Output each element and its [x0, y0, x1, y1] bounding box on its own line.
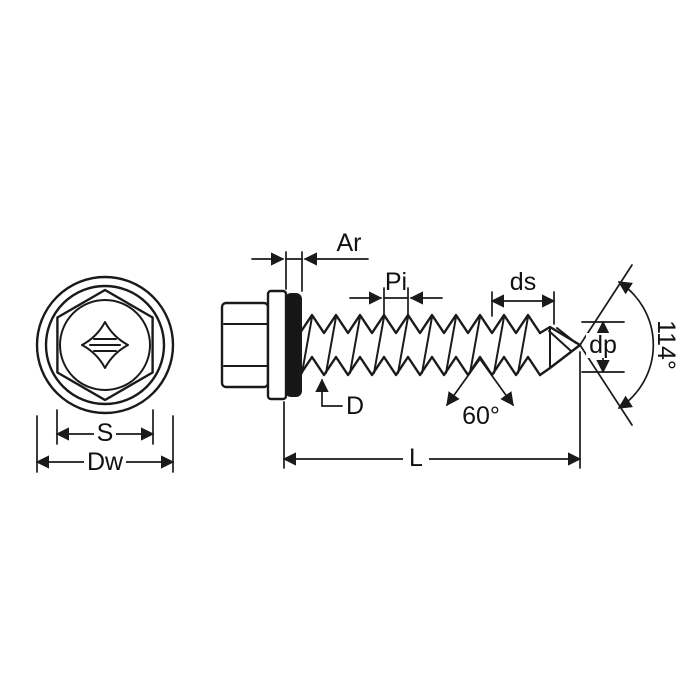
drive-recess: [81, 321, 129, 369]
tip-angle-label: 114°: [652, 320, 680, 370]
ds-label: ds: [510, 268, 536, 296]
dimension-thread-angle: 60°: [446, 358, 514, 430]
front-view: [35, 275, 175, 415]
thread-angle-label: 60°: [462, 402, 500, 430]
washer-inner-circle: [44, 284, 166, 406]
dimension-tip-angle: 114°: [579, 264, 680, 426]
s-label: S: [97, 419, 114, 447]
dimension-s: S: [55, 409, 155, 447]
rubber-seal: [285, 293, 302, 397]
dp-label: dp: [589, 331, 617, 359]
side-view: [220, 289, 582, 401]
drill-point: [538, 325, 582, 377]
dimension-dp: dp: [581, 320, 625, 374]
hex-head-side: [220, 301, 270, 389]
dimension-ds: ds: [490, 268, 556, 325]
ar-label: Ar: [337, 229, 362, 257]
thread-top-profile: [298, 313, 542, 335]
l-label: L: [409, 444, 423, 472]
dimension-dw: Dw: [35, 415, 175, 476]
d-label: D: [346, 392, 364, 420]
thread-bottom-profile: [298, 355, 542, 377]
hex-head-outline: [56, 288, 154, 402]
dimension-d: D: [315, 378, 364, 420]
thread-helix-lines: [301, 316, 529, 374]
dimension-ar: Ar: [251, 229, 369, 292]
pi-label: Pi: [385, 268, 407, 296]
dimension-l: L: [282, 351, 582, 472]
dw-label: Dw: [87, 448, 124, 476]
hex-inscribed-circle: [59, 299, 151, 391]
dimension-pi: Pi: [349, 268, 443, 317]
washer-flange: [266, 289, 288, 401]
